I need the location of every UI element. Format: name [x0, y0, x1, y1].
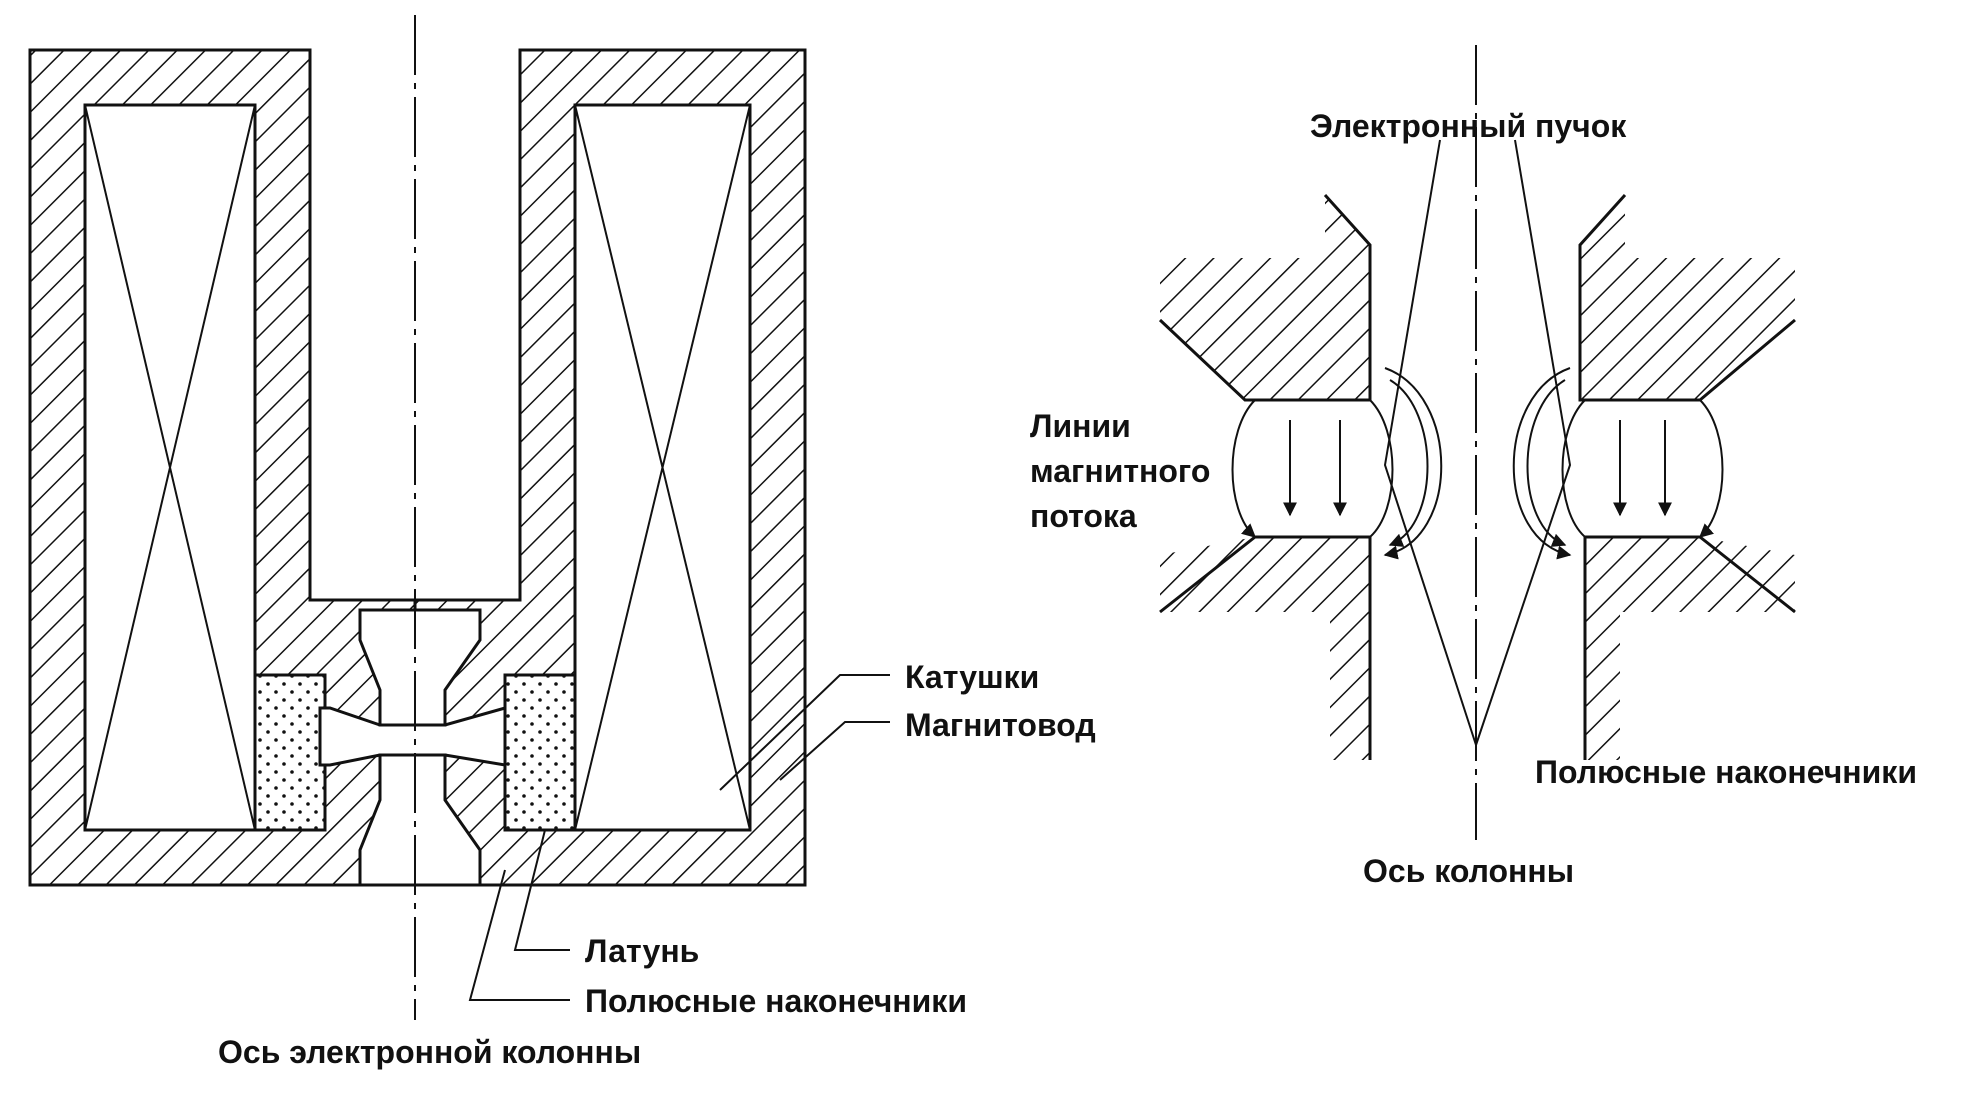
label-yoke: Магнитовод — [905, 707, 1096, 743]
lens-cross-section: Катушки Магнитовод Латунь Полюсные након… — [28, 15, 1096, 1070]
label-pole-pieces-left: Полюсные наконечники — [585, 983, 967, 1019]
label-axis-right: Ось колонны — [1363, 853, 1574, 889]
pole-pieces-leader — [468, 869, 570, 1001]
right-gap-flux-lines — [1512, 367, 1724, 560]
upper-left-pole-piece — [1160, 195, 1370, 400]
pole-piece-bore — [318, 608, 507, 887]
lower-right-pole-piece — [1585, 537, 1795, 760]
label-axis-left: Ось электронной колонны — [218, 1034, 641, 1070]
electron-beam-right-ray — [1475, 139, 1572, 746]
brass-leader — [513, 829, 570, 951]
label-flux-lines-2: магнитного — [1030, 453, 1210, 489]
upper-right-pole-piece — [1580, 195, 1795, 400]
label-flux-lines-3: потока — [1030, 498, 1137, 534]
right-coil — [573, 103, 752, 832]
label-electron-beam: Электронный пучок — [1310, 108, 1627, 144]
coils-leader — [719, 674, 890, 791]
label-flux-lines-1: Линии — [1030, 408, 1131, 444]
label-coils: Катушки — [905, 659, 1039, 695]
label-brass: Латунь — [585, 933, 699, 969]
electron-beam-left-ray — [1383, 139, 1477, 746]
lower-left-pole-piece — [1160, 537, 1370, 760]
label-pole-pieces-right: Полюсные наконечники — [1535, 754, 1917, 790]
pole-piece-detail: Электронный пучок Линии магнитного поток… — [1030, 45, 1917, 889]
left-coil — [83, 103, 257, 832]
yoke-leader — [779, 721, 890, 781]
left-gap-flux-lines — [1231, 367, 1443, 560]
